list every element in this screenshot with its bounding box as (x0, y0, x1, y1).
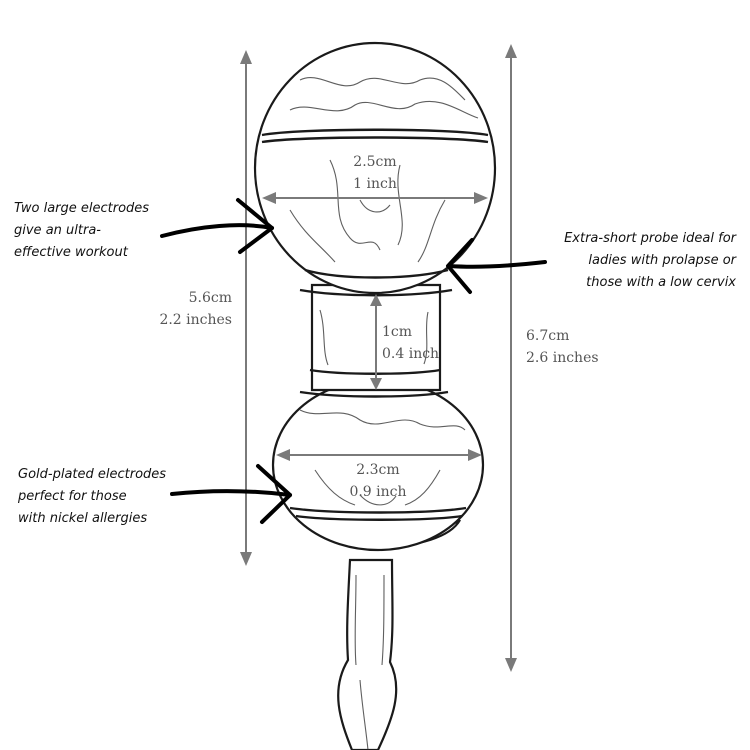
neck-length-inch: 0.4 inch (382, 346, 439, 362)
callout-bottom-left-line-2: perfect for those (17, 489, 127, 504)
callout-bottom-left-line-3: with nickel allergies (18, 511, 147, 526)
callout-top-left-line-2: give an ultra- (14, 223, 101, 238)
callout-top-left-line-3: effective workout (14, 245, 129, 260)
total-length-inch: 2.6 inches (526, 350, 599, 366)
dimension-labels: 2.5cm 1 inch 1cm 0.4 inch 2.3cm 0.9 inch… (159, 154, 598, 500)
body-length-inch: 2.2 inches (159, 312, 232, 328)
bottom-width-inch: 0.9 inch (349, 484, 406, 500)
top-width-cm: 2.5cm (353, 154, 396, 170)
callout-arrows (160, 198, 547, 524)
arrow-top-left (160, 223, 274, 238)
callout-right-line-3: those with a low cervix (586, 275, 736, 290)
callout-top-left-line-1: Two large electrodes (14, 201, 149, 216)
bottom-width-cm: 2.3cm (356, 462, 399, 478)
callout-texts: Two large electrodes give an ultra- effe… (14, 201, 738, 526)
arrow-bottom-left (170, 489, 292, 497)
dimension-lines (240, 44, 517, 672)
callout-right-line-2: ladies with prolapse or (588, 253, 737, 268)
total-length-cm: 6.7cm (526, 328, 569, 344)
arrow-right (448, 260, 547, 269)
callout-bottom-left-line-1: Gold-plated electrodes (18, 467, 166, 482)
callout-right-line-1: Extra-short probe ideal for (564, 231, 738, 246)
body-length-cm: 5.6cm (189, 290, 232, 306)
upper-electrode (253, 41, 497, 295)
probe-body (253, 41, 497, 552)
neck-length-cm: 1cm (382, 324, 412, 340)
top-width-inch: 1 inch (353, 176, 397, 192)
probe-cord (337, 558, 398, 750)
